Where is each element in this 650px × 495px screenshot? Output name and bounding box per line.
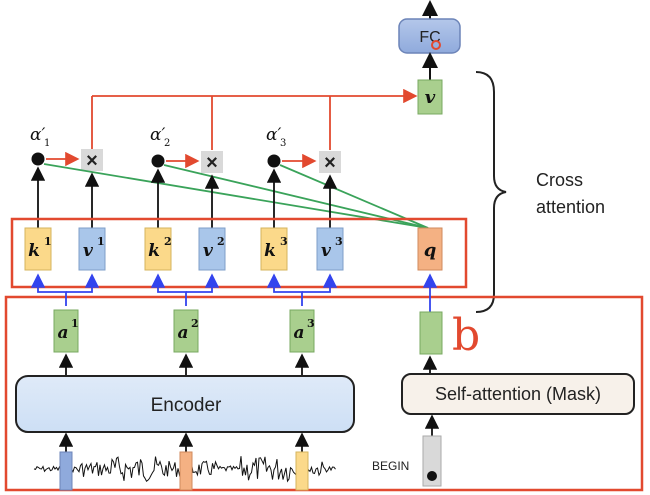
handwritten-b-annotation: b [452,310,480,361]
a-1-label: a [57,323,68,343]
key-1-sup: 1 [44,235,52,248]
output-v-label: v [425,87,436,108]
red-scribble-mark [431,40,441,50]
encoder-block [15,375,355,433]
encoder-output-row: a 1 a 2 a 3 [53,309,443,355]
key-2-label: k [148,241,160,261]
multiply-1-icon: × [86,150,98,172]
alpha-1-symbol: α′ [30,125,45,145]
multiply-1-box [81,149,103,171]
alpha-1-dot [31,152,45,166]
a-3-label: a [293,323,304,343]
begin-token-dot [427,471,437,481]
key-3-label: k [264,241,276,261]
fc-label: FC [419,29,440,46]
query-label: q [424,240,437,261]
a-1-sup: 1 [71,317,79,330]
a-2-label: a [177,323,188,343]
alpha-2-symbol: α′ [150,125,165,145]
begin-token-block [422,435,442,487]
value-3-sup: 3 [335,235,343,248]
alpha-2-group: α′ 2 × [150,125,223,174]
multiply-3-icon: × [324,152,336,174]
alpha-1-group: α′ 1 × [30,125,103,172]
weighted-sum-lines [91,88,418,150]
value-2-sup: 2 [217,235,225,248]
key-1-label: k [28,241,40,261]
a-2-block [173,309,199,353]
key-1-block [24,227,52,271]
alpha-2-dot [151,154,165,168]
encoder-label: Encoder [151,395,222,416]
multiply-2-icon: × [206,152,218,174]
a-3-block [289,309,315,353]
frame-2-highlight [179,451,193,491]
q-to-alpha-3-line [279,164,429,229]
begin-label: BEGIN [372,459,409,473]
a-to-kv-arrows [30,273,438,312]
output-v-block [417,79,443,115]
value-2-label: v [203,241,214,261]
value-3-label: v [321,241,332,261]
cross-attention-brace [475,71,507,313]
cross-attention-label-line1: Cross [536,170,583,190]
masked-self-attention-label: Self-attention (Mask) [435,384,601,404]
encoder-decoder-frame [4,295,644,492]
alpha-3-symbol: α′ [266,125,281,145]
alpha-2-sub: 2 [164,138,170,149]
masked-self-attention-block [401,373,635,415]
kv-row: k 1 v 1 k 2 v 2 k 3 v 3 q [24,227,443,271]
q-to-alpha-1-line [43,163,429,229]
key-2-sup: 2 [164,235,172,248]
value-3-block [316,227,344,271]
alpha-1-sub: 1 [44,138,50,149]
value-1-sup: 1 [97,235,105,248]
alpha-3-sub: 3 [280,138,286,149]
cross-attention-label-line2: attention [536,197,605,217]
decoder-output-block [419,311,443,355]
a-3-sup: 3 [307,317,315,330]
frame-3-highlight [295,451,309,491]
value-2-block [198,227,226,271]
alpha-3-group: α′ 3 × [266,125,341,174]
alpha-3-dot [267,154,281,168]
multiply-3-box [319,151,341,173]
a-2-sup: 2 [191,317,199,330]
audio-waveform [33,432,336,491]
key-3-sup: 3 [280,235,288,248]
key-2-block [144,227,172,271]
value-1-label: v [83,241,94,261]
a-1-block [53,309,79,353]
value-1-block [78,227,106,271]
key-3-block [260,227,288,271]
query-block [417,227,443,271]
frame-1-highlight [59,451,73,491]
multiply-2-box [201,151,223,173]
encoder-to-a-arrows [58,353,438,376]
kvq-frame [10,217,468,289]
